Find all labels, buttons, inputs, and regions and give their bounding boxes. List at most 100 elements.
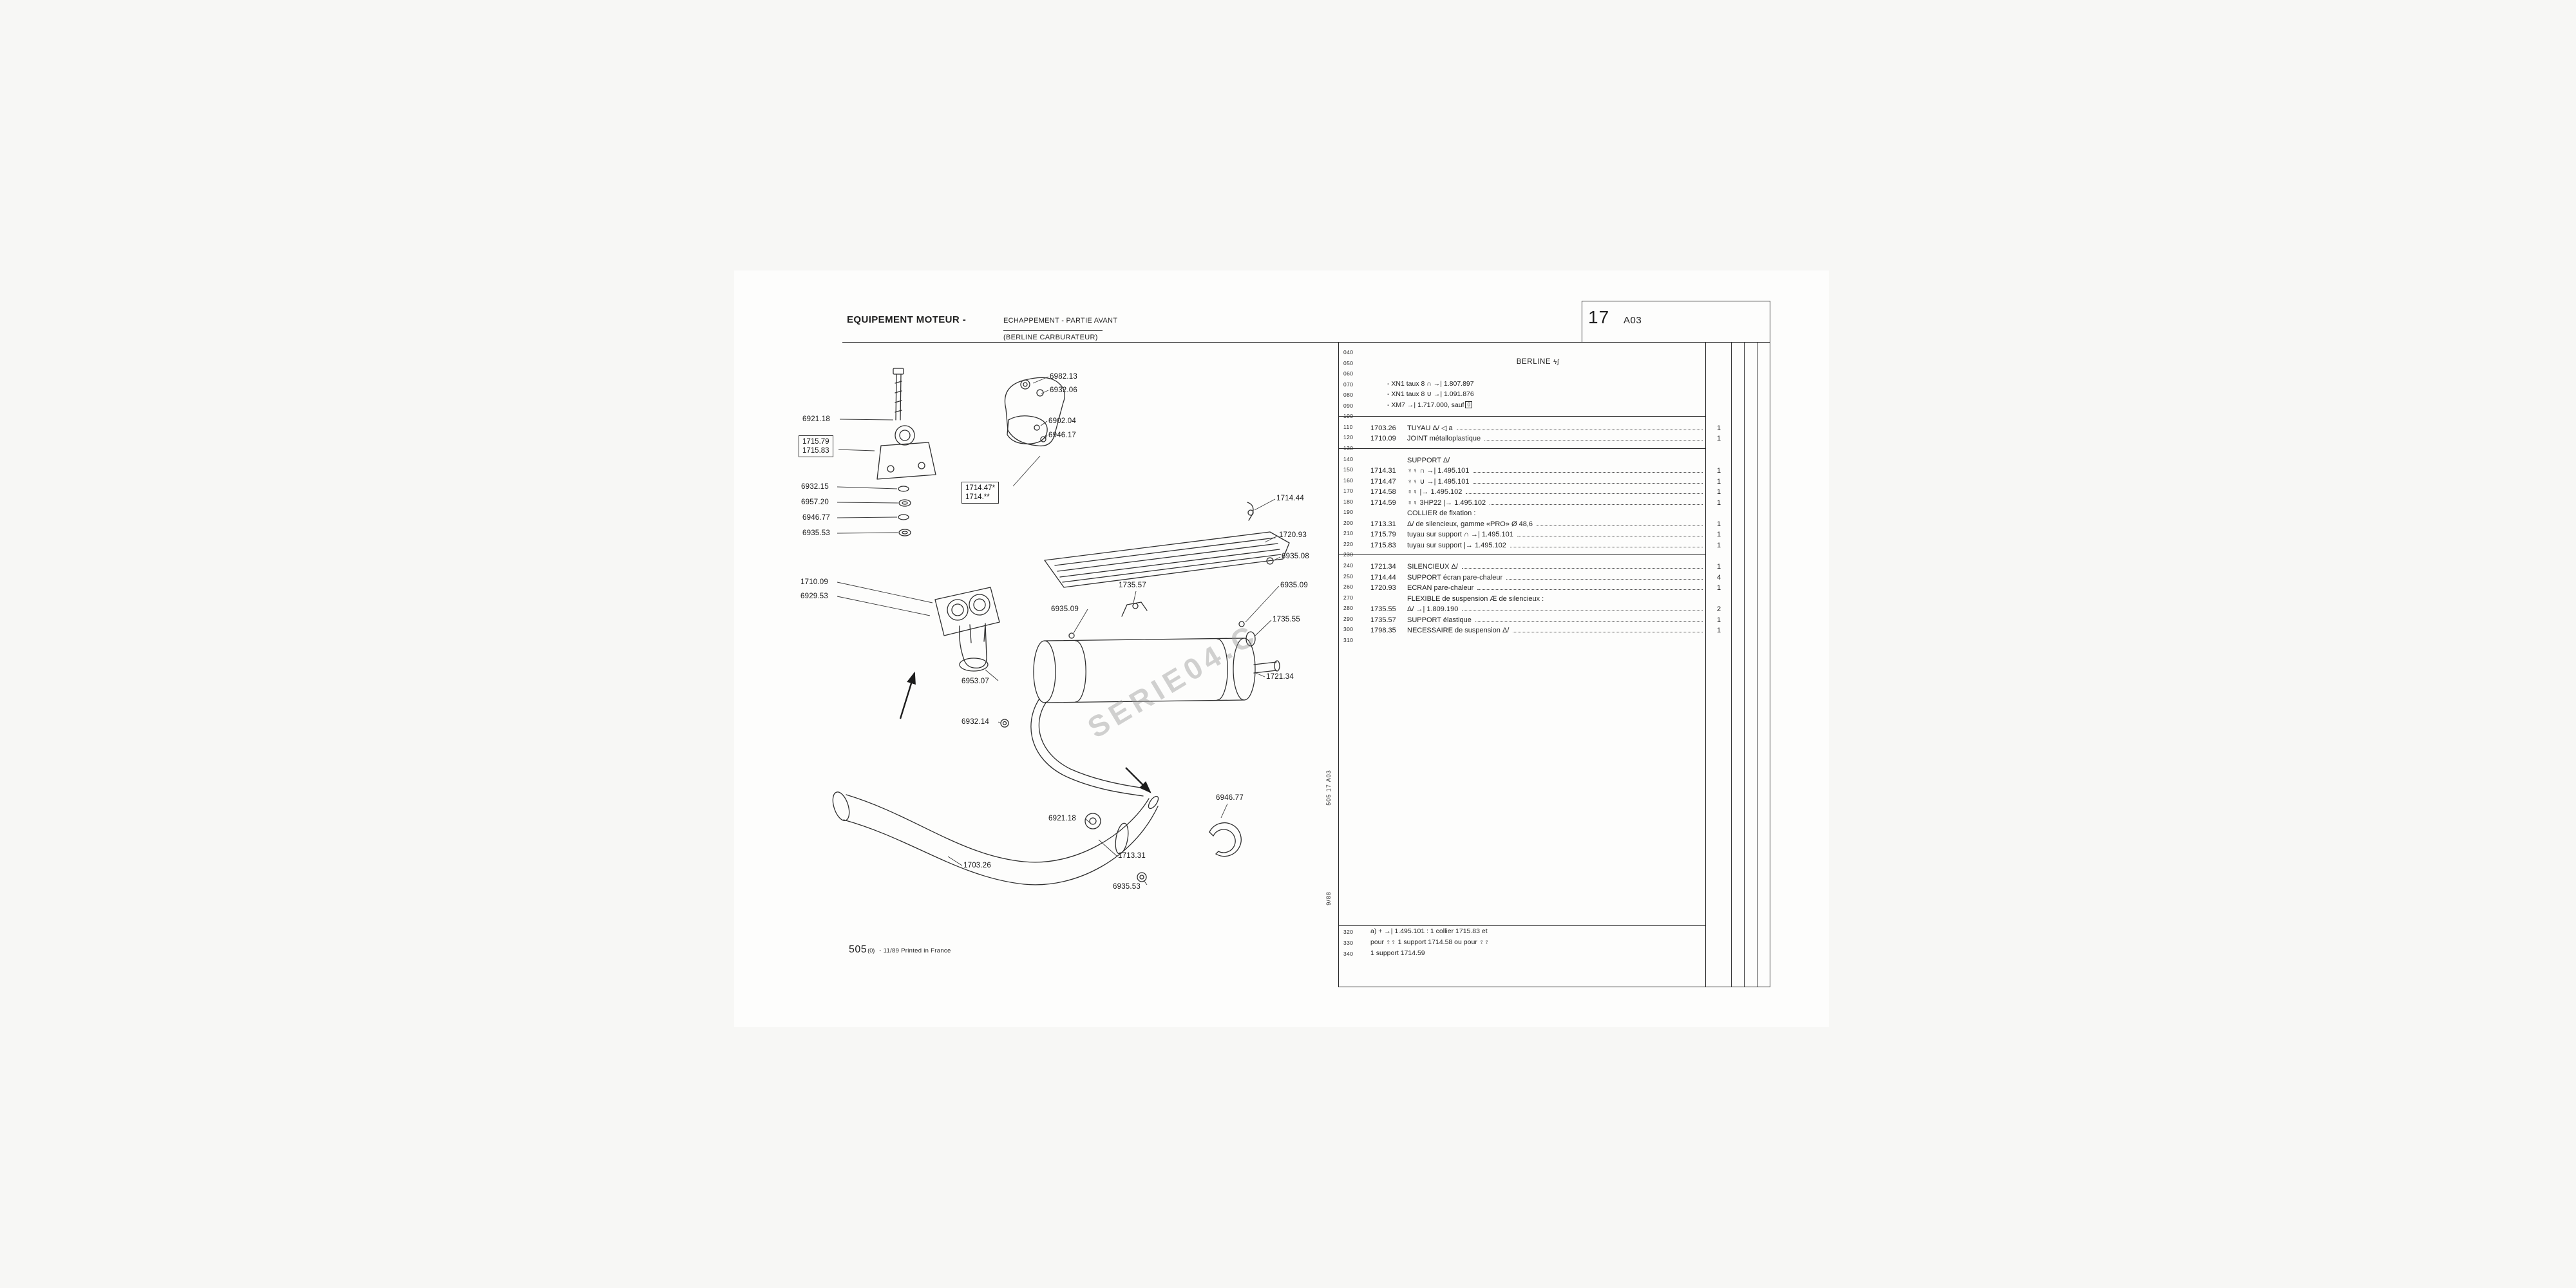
page-subtitle-line2: (BERLINE CARBURATEUR) [1003, 334, 1098, 341]
line-number: 340 [1343, 951, 1354, 957]
part-description: SILENCIEUX Δ/ [1407, 563, 1458, 571]
quantity: 1 [1716, 563, 1721, 571]
quantity: 1 [1716, 584, 1721, 592]
part-label: 6935.09 [1280, 582, 1308, 589]
direction-arrows [899, 671, 1151, 793]
part-label: 1715.79 [802, 438, 829, 446]
part-description: ♀♀ |→ 1.495.102 [1407, 488, 1463, 497]
part-description: SUPPORT Δ/ [1407, 456, 1450, 464]
quantity: 1 [1716, 498, 1721, 507]
dotted-leader [1461, 567, 1703, 569]
scanned-paper [734, 270, 1829, 1027]
part-number: 1710.09 [1370, 435, 1396, 443]
stud-drawing [1238, 621, 1245, 627]
body-type-symbols: ϟ∫ [1553, 359, 1560, 366]
heat-shield-drawing [1044, 531, 1290, 588]
part-number: 1735.55 [1370, 605, 1396, 614]
quantity: 1 [1716, 531, 1721, 539]
group-header-row: SUPPORT Δ/ [1370, 455, 1731, 464]
part-label: 6946.17 [1048, 431, 1076, 439]
group-separator-3 [1338, 554, 1705, 555]
nut-drawing [1266, 557, 1274, 565]
part-label: 6946.77 [802, 514, 830, 522]
line-number: 310 [1343, 636, 1354, 643]
dotted-leader [1475, 621, 1703, 622]
part-label: 6935.08 [1282, 553, 1309, 560]
footnote-line: pour ♀♀ 1 support 1714.58 ou pour ♀♀ [1370, 938, 1490, 946]
part-number: 1720.93 [1370, 584, 1396, 592]
line-number: 050 [1343, 359, 1354, 366]
line-number: 280 [1343, 605, 1354, 612]
engine-variant-row: - XN1 taux 8 ∩ →| 1.807.897 [1387, 380, 1474, 388]
line-number: 220 [1343, 540, 1354, 547]
group-header-row: COLLIER de fixation : [1370, 507, 1731, 517]
line-number: 250 [1343, 573, 1354, 580]
part-label: 6935.09 [1051, 605, 1079, 613]
part-label: 1720.93 [1279, 531, 1307, 539]
quantity: 1 [1716, 488, 1721, 497]
quantity: 1 [1716, 627, 1721, 635]
variant-text: - XN1 taux 8 ∪ →| 1.091.876 [1387, 390, 1474, 398]
line-number: 100 [1343, 413, 1354, 420]
dotted-leader [1506, 578, 1703, 580]
quantity: 1 [1716, 424, 1721, 432]
front-pipe-drawing [832, 791, 1159, 886]
page-code: A03 [1624, 315, 1642, 326]
quantity: 1 [1716, 467, 1721, 475]
dotted-leader [1513, 631, 1703, 633]
part-drawings [832, 368, 1290, 886]
quantity: 1 [1716, 616, 1721, 624]
line-number: 160 [1343, 477, 1354, 484]
part-label-group: 1714.47* 1714.** [961, 482, 999, 504]
part-label-group: 1715.79 1715.83 [799, 435, 833, 457]
part-label: 1714.47* [965, 484, 996, 492]
part-description: Δ/ de silencieux, gamme «PRO» Ø 48,6 [1407, 520, 1533, 528]
table-title-text: BERLINE [1516, 358, 1551, 366]
line-number: 040 [1343, 349, 1354, 355]
part-label: 6932.15 [801, 483, 829, 491]
part-description: SUPPORT écran pare-chaleur [1407, 573, 1503, 582]
dotted-leader [1473, 482, 1703, 484]
part-description: ♀♀ ∪ →| 1.495.101 [1407, 477, 1470, 486]
part-number: 1714.59 [1370, 498, 1396, 507]
spine-date: 9/88 [1325, 891, 1332, 905]
muffler-drawing [1030, 638, 1280, 797]
spine-reference: 505 17 A03 [1325, 770, 1332, 806]
part-number: 1713.31 [1370, 520, 1396, 528]
part-description: NECESSAIRE de suspension Δ/ [1407, 627, 1510, 635]
part-label: 6921.18 [802, 415, 830, 423]
dotted-leader [1462, 610, 1703, 612]
support-flange-drawing [876, 425, 936, 480]
line-number: 060 [1343, 370, 1354, 377]
parts-row: 1713.31 Δ/ de silencieux, gamme «PRO» Ø 4… [1370, 518, 1731, 528]
quantity: 2 [1716, 605, 1721, 614]
quantity: 1 [1716, 520, 1721, 528]
line-number: 110 [1343, 423, 1353, 430]
group-separator-1 [1338, 416, 1705, 417]
part-label: 6932.14 [961, 718, 989, 726]
part-description: ECRAN pare-chaleur [1407, 584, 1474, 592]
quantity-column-line-1 [1705, 342, 1706, 987]
quantity: 1 [1716, 435, 1721, 443]
part-label: 6929.53 [800, 592, 828, 600]
page-number: 17 [1588, 307, 1610, 327]
part-description: TUYAU Δ/ ◁ a [1407, 424, 1453, 432]
section-title: EQUIPEMENT MOTEUR - [847, 314, 967, 325]
dotted-leader [1490, 504, 1703, 505]
line-number: 130 [1343, 444, 1354, 451]
line-number: 320 [1343, 929, 1354, 935]
part-number: 1714.44 [1370, 573, 1396, 582]
quantity-column-line-3 [1744, 342, 1745, 987]
part-label: 6946.77 [1216, 794, 1244, 802]
engine-variant-row: - XN1 taux 8 ∪ →| 1.091.876 [1387, 390, 1474, 398]
part-label: 1703.26 [963, 862, 991, 869]
